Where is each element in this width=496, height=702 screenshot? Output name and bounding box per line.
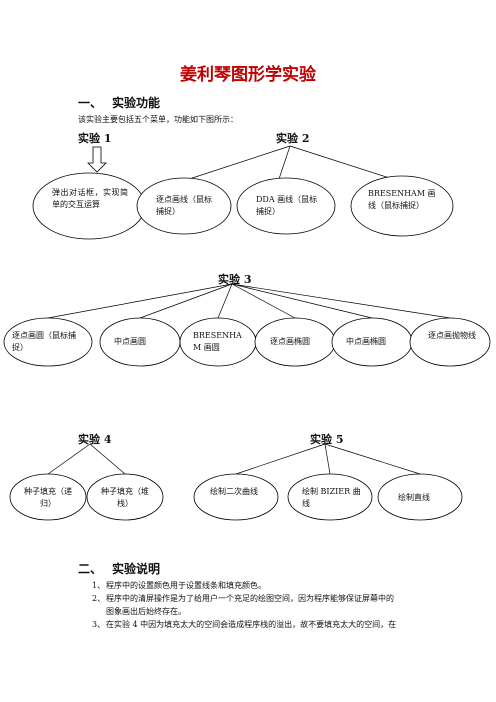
exp5-label: 实验 5 bbox=[310, 433, 344, 446]
list-item: 2、程序中的清屏操作是为了给用户一个充足的绘图空间，因为程序能够保证屏幕中的 bbox=[92, 594, 394, 603]
list-item: 1、程序中的设置颜色用于设置线条和填充颜色。 bbox=[92, 581, 266, 590]
exp2-node-3-ellipse bbox=[350, 175, 454, 237]
exp4-node-1-ellipse bbox=[9, 473, 87, 521]
intro-text: 该实验主要包括五个菜单，功能如下图所示： bbox=[78, 115, 238, 124]
exp5-node-3-ellipse bbox=[377, 473, 463, 521]
exp2-node-3: BRESENHAM 画线（鼠标捕捉） bbox=[368, 189, 436, 210]
exp3-node-1: 逐点画圆（鼠标捕捉） bbox=[12, 331, 76, 352]
exp2-connectors bbox=[179, 145, 403, 183]
exp3-node-3: BRESENHAM 画圆 bbox=[193, 331, 242, 352]
exp2-node-2-ellipse bbox=[236, 177, 336, 235]
exp4-node-1: 种子填充（递归） bbox=[24, 487, 72, 508]
exp3-node-4: 逐点画椭圆 bbox=[270, 337, 310, 346]
exp5-node-2: 绘制 BIZIER 曲线 bbox=[302, 487, 361, 508]
exp3-node-1-ellipse bbox=[3, 317, 93, 367]
section-title: 实验说明 bbox=[112, 562, 161, 576]
exp5-node-3: 绘制直线 bbox=[398, 493, 430, 502]
section-title: 实验功能 bbox=[112, 96, 161, 110]
exp3-node-2: 中点画圆 bbox=[114, 337, 146, 346]
exp4-label: 实验 4 bbox=[78, 433, 112, 446]
section-number: 二、 bbox=[78, 562, 103, 576]
exp5-node-2-ellipse bbox=[287, 473, 373, 521]
exp3-node-5: 中点画椭圆 bbox=[346, 337, 386, 346]
exp1-node-1: 弹出对话框，实现简单的交互运算 bbox=[52, 188, 128, 209]
exp3-node-6: 逐点画抛物线 bbox=[428, 331, 476, 340]
section-heading-2: 二、实验说明 bbox=[78, 560, 160, 577]
list-item: 3、在实验 4 中因为填充太大的空间会造成程序栈的溢出，故不要填充太大的空间，在 bbox=[92, 620, 397, 629]
exp3-node-6-ellipse bbox=[409, 317, 491, 367]
exp2-node-2: DDA 画线（鼠标捕捉） bbox=[256, 195, 318, 216]
exp2-node-1: 逐点画线（鼠标捕捉） bbox=[156, 195, 212, 216]
exp4-node-2-ellipse bbox=[86, 473, 164, 521]
exp4-node-2: 种子填充（堆栈） bbox=[101, 487, 149, 508]
exp5-connectors bbox=[235, 443, 421, 475]
exp2-node-1-ellipse bbox=[136, 177, 232, 235]
exp1-label: 实验 1 bbox=[78, 132, 112, 145]
exp3-connectors bbox=[47, 283, 451, 319]
exp5-node-1-ellipse bbox=[193, 473, 279, 521]
section-number: 一、 bbox=[78, 96, 103, 110]
section-heading-1: 一、实验功能 bbox=[78, 94, 160, 111]
exp5-node-1: 绘制二次曲线 bbox=[210, 487, 258, 496]
page-title: 姜利琴图形学实验 bbox=[180, 65, 316, 85]
arrow-icon bbox=[87, 146, 107, 173]
exp2-label: 实验 2 bbox=[276, 132, 310, 145]
exp3-label: 实验 3 bbox=[218, 273, 252, 286]
list-item: 图象画出后始终存在。 bbox=[106, 607, 186, 616]
exp4-connectors bbox=[47, 443, 126, 475]
